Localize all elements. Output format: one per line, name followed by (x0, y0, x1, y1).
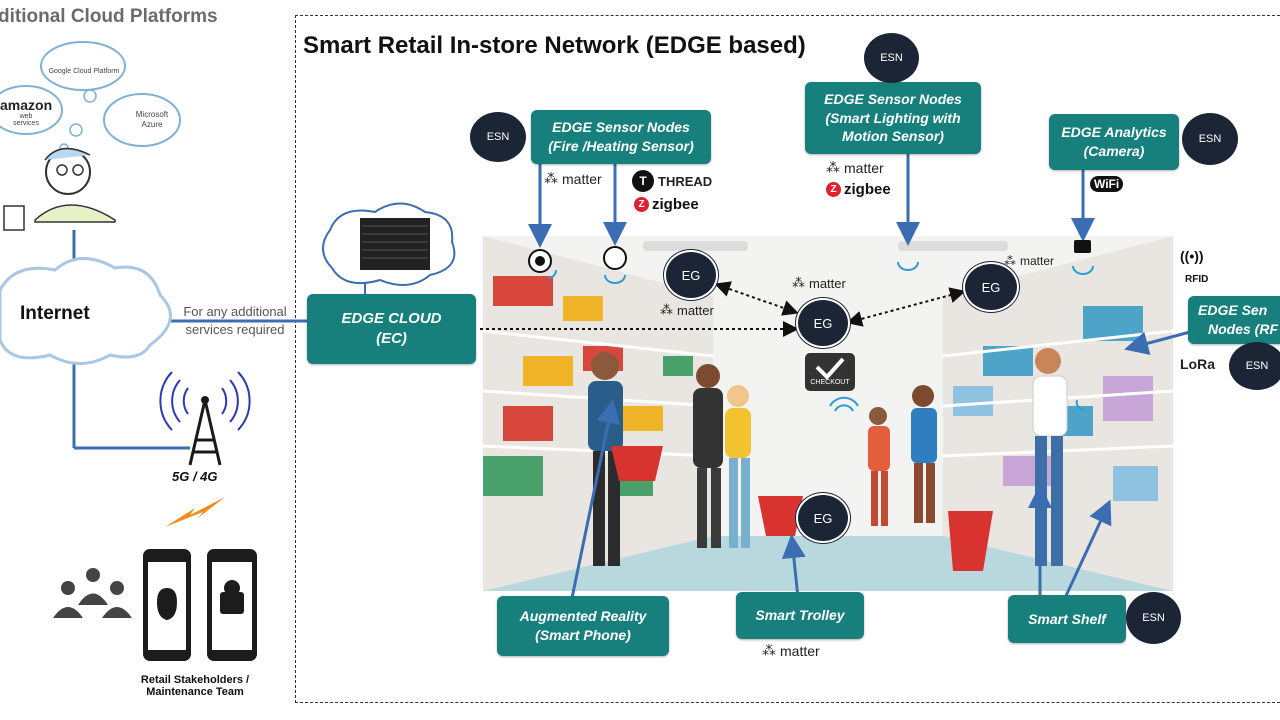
trolley-box: Smart Trolley (736, 592, 864, 639)
eg-node-left: EG (664, 250, 718, 300)
matter-logo-fire: ⁂matter (544, 170, 602, 187)
rfid-label: RFID (1185, 274, 1209, 285)
rfid-icon: ((•)) (1180, 248, 1204, 264)
esn-node-shelf: ESN (1126, 592, 1181, 644)
matter-icon: ⁂ (762, 642, 776, 658)
matter-label: matter (844, 159, 884, 176)
lighting-sensor-subtitle: (Smart Lighting with (825, 109, 961, 126)
shelf-title: Smart Shelf (1028, 610, 1106, 627)
store-network-boundary (295, 15, 1280, 703)
analytics-title: EDGE Analytics (1061, 124, 1167, 141)
eg-node-bottom: EG (796, 493, 850, 543)
esn-node-fire: ESN (470, 112, 526, 162)
amazon-subtitle: web services (13, 113, 39, 127)
checkout-sign: CHECKOUT (810, 379, 850, 386)
ar-box: Augmented Reality (Smart Phone) (497, 596, 669, 656)
ar-subtitle: (Smart Phone) (535, 627, 631, 643)
edge-cloud-title: EDGE CLOUD (341, 309, 442, 327)
thread-icon: T (632, 170, 654, 192)
trolley-title: Smart Trolley (755, 607, 845, 624)
zigbee-label: zigbee (844, 181, 891, 198)
fire-sensor-box: EDGE Sensor Nodes (Fire /Heating Sensor) (531, 110, 711, 164)
matter-label: matter (780, 642, 820, 659)
eg-node-right: EG (963, 262, 1019, 312)
zigbee-label: zigbee (652, 196, 699, 213)
matter-logo-store-3: ⁂ matter (1004, 254, 1054, 268)
microsoft-logo: Microsoft (135, 110, 169, 119)
cloud-platforms-heading: ditional Cloud Platforms (0, 6, 218, 27)
internet-label: Internet (20, 303, 90, 324)
amazon-logo: amazon (0, 97, 53, 113)
matter-label: matter (677, 302, 714, 318)
matter-icon: ⁂ (792, 275, 805, 290)
rfid-sensor-subtitle: Nodes (RF (1208, 321, 1278, 337)
matter-logo-trolley: ⁂matter (762, 642, 820, 659)
matter-label: matter (562, 170, 602, 187)
wifi-logo: WiFi (1090, 176, 1124, 192)
matter-logo-store-1: ⁂ matter (792, 275, 846, 291)
additional-services-label: For any additional services required (183, 304, 287, 338)
lighting-sensor-subtitle-2: Motion Sensor) (842, 128, 944, 145)
ar-title: Augmented Reality (519, 608, 647, 625)
matter-icon: ⁂ (544, 170, 558, 186)
fire-sensor-title: EDGE Sensor Nodes (552, 119, 690, 136)
edge-cloud-subtitle: (EC) (376, 330, 407, 347)
lighting-sensor-title: EDGE Sensor Nodes (824, 90, 962, 107)
azure-logo: Azure (141, 120, 163, 129)
matter-logo-store-2: ⁂ matter (660, 302, 714, 318)
network-5g-label: 5G / 4G (172, 469, 218, 484)
matter-icon: ⁂ (660, 302, 673, 317)
fire-sensor-subtitle: (Fire /Heating Sensor) (548, 138, 694, 154)
wifi-label: WiFi (1094, 177, 1120, 191)
google-cloud-logo: Google Cloud Platform (48, 68, 120, 75)
stakeholders-label: Retail Stakeholders / Maintenance Team (140, 674, 250, 698)
rfid-sensor-title: EDGE Sen (1198, 302, 1268, 319)
analytics-subtitle: (Camera) (1083, 143, 1145, 159)
lighting-sensor-box: EDGE Sensor Nodes (Smart Lighting with M… (805, 82, 981, 154)
matter-logo-lighting: ⁂matter (826, 159, 884, 176)
matter-icon: ⁂ (826, 159, 840, 175)
edge-cloud-box: EDGE CLOUD (EC) (307, 294, 476, 364)
matter-label: matter (1020, 254, 1055, 268)
esn-node-lighting: ESN (864, 33, 919, 83)
thread-label: THREAD (658, 173, 713, 189)
analytics-box: EDGE Analytics (Camera) (1049, 114, 1179, 170)
esn-node-analytics: ESN (1182, 113, 1238, 165)
zigbee-icon: Z (634, 197, 649, 212)
esn-node-rfid: ESN (1229, 342, 1280, 390)
lora-logo: LoRa (1180, 356, 1215, 372)
eg-node-center: EG (796, 298, 850, 348)
matter-label: matter (809, 275, 846, 291)
rfid-sensor-box: EDGE Sen Nodes (RF (1188, 296, 1280, 344)
shelf-box: Smart Shelf (1008, 595, 1126, 643)
matter-icon: ⁂ (1004, 254, 1016, 268)
zigbee-icon: Z (826, 182, 841, 197)
diagram-title: Smart Retail In-store Network (EDGE base… (303, 32, 806, 59)
